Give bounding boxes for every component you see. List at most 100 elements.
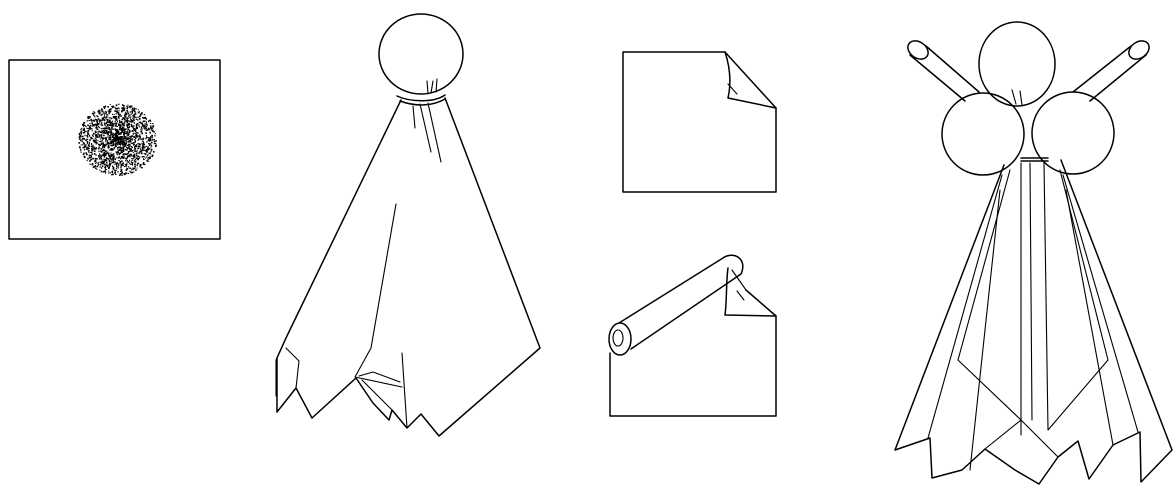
dot-speck bbox=[98, 164, 99, 166]
dot-speck bbox=[99, 153, 100, 154]
dot-speck bbox=[118, 163, 119, 165]
dot-speck bbox=[102, 141, 103, 142]
dot-speck bbox=[117, 166, 118, 168]
dot-speck bbox=[139, 146, 141, 148]
dot-speck bbox=[119, 175, 120, 176]
dot-speck bbox=[112, 107, 113, 108]
dot-speck bbox=[131, 161, 132, 163]
dot-speck bbox=[134, 109, 135, 111]
dot-speck bbox=[81, 152, 82, 153]
dot-speck bbox=[125, 166, 126, 167]
dot-speck bbox=[80, 147, 81, 149]
dot-speck bbox=[120, 149, 122, 150]
dot-speck bbox=[116, 105, 118, 107]
dot-speck bbox=[117, 149, 118, 150]
dot-speck bbox=[120, 162, 121, 163]
dot-speck bbox=[97, 116, 99, 117]
dot-speck bbox=[101, 120, 102, 121]
dot-speck bbox=[106, 165, 108, 167]
dot-speck bbox=[137, 165, 138, 167]
dot-speck bbox=[137, 148, 139, 150]
dot-speck bbox=[105, 153, 107, 155]
dot-speck bbox=[152, 123, 154, 124]
dot-speck bbox=[139, 151, 141, 153]
dot-speck bbox=[131, 150, 132, 152]
dot-speck bbox=[108, 111, 110, 112]
dot-speck bbox=[78, 142, 80, 144]
dot-speck bbox=[115, 172, 116, 174]
dot-speck bbox=[85, 144, 87, 145]
dot-speck bbox=[114, 158, 116, 159]
dot-speck bbox=[133, 158, 134, 159]
dot-speck bbox=[136, 124, 137, 126]
dot-speck bbox=[109, 120, 110, 121]
dot-speck bbox=[99, 141, 101, 142]
dot-speck bbox=[112, 124, 114, 126]
dot-speck bbox=[144, 144, 145, 146]
dot-speck bbox=[84, 143, 85, 145]
dot-speck bbox=[135, 160, 136, 162]
dot-speck bbox=[91, 148, 93, 150]
dot-speck bbox=[129, 167, 130, 169]
dot-speck bbox=[115, 120, 116, 122]
dot-speck bbox=[116, 130, 117, 132]
dot-speck bbox=[89, 157, 91, 159]
dot-speck bbox=[147, 129, 149, 131]
dot-speck bbox=[145, 123, 146, 124]
dot-speck bbox=[151, 150, 152, 151]
dot-speck bbox=[150, 121, 151, 122]
dot-speck bbox=[150, 125, 152, 126]
dot-speck bbox=[109, 161, 111, 163]
dot-speck bbox=[86, 128, 87, 129]
dot-speck bbox=[121, 168, 122, 170]
dot-speck bbox=[139, 126, 141, 127]
dot-speck bbox=[116, 140, 117, 141]
ball-knot-marks bbox=[1012, 90, 1022, 105]
dot-speck bbox=[148, 139, 149, 141]
dot-speck bbox=[87, 139, 89, 140]
dot-speck bbox=[86, 154, 88, 156]
dot-speck bbox=[98, 133, 100, 134]
dot-speck bbox=[140, 165, 141, 167]
dot-speck bbox=[110, 142, 112, 144]
single-cloth-figure bbox=[276, 14, 540, 436]
dot-speck bbox=[118, 139, 119, 140]
dot-speck bbox=[98, 126, 99, 128]
dot-speck bbox=[113, 125, 114, 127]
dot-speck bbox=[102, 111, 104, 112]
dot-speck bbox=[139, 122, 140, 123]
dot-speck bbox=[138, 116, 139, 118]
dot-speck bbox=[139, 134, 140, 136]
dot-speck bbox=[138, 124, 139, 126]
dot-speck bbox=[134, 114, 136, 116]
dot-speck bbox=[110, 108, 112, 110]
dot-speck bbox=[104, 170, 106, 172]
dot-speck bbox=[102, 118, 104, 120]
dot-speck bbox=[97, 120, 99, 122]
dot-speck bbox=[91, 159, 92, 161]
dot-speck bbox=[113, 144, 114, 146]
dot-speck bbox=[145, 138, 146, 140]
dot-speck bbox=[99, 158, 101, 160]
dot-speck bbox=[94, 116, 95, 118]
dot-speck bbox=[134, 166, 136, 168]
dot-speck bbox=[108, 145, 109, 147]
dot-speck bbox=[100, 166, 101, 168]
dot-speck bbox=[140, 144, 141, 146]
dot-speck bbox=[135, 108, 137, 109]
dot-speck bbox=[146, 128, 147, 130]
dot-speck bbox=[132, 150, 133, 152]
dot-speck bbox=[82, 144, 83, 145]
dot-speck bbox=[128, 133, 129, 135]
dot-speck bbox=[153, 151, 155, 153]
dot-speck bbox=[134, 122, 135, 124]
dot-speck bbox=[114, 107, 115, 108]
dot-speck bbox=[112, 171, 113, 173]
dot-speck bbox=[129, 121, 130, 123]
dot-speck bbox=[136, 132, 138, 133]
dot-speck bbox=[146, 160, 148, 162]
dot-speck bbox=[87, 160, 88, 161]
dot-speck bbox=[123, 127, 124, 129]
dot-speck bbox=[152, 139, 154, 140]
dot-speck bbox=[109, 129, 110, 131]
